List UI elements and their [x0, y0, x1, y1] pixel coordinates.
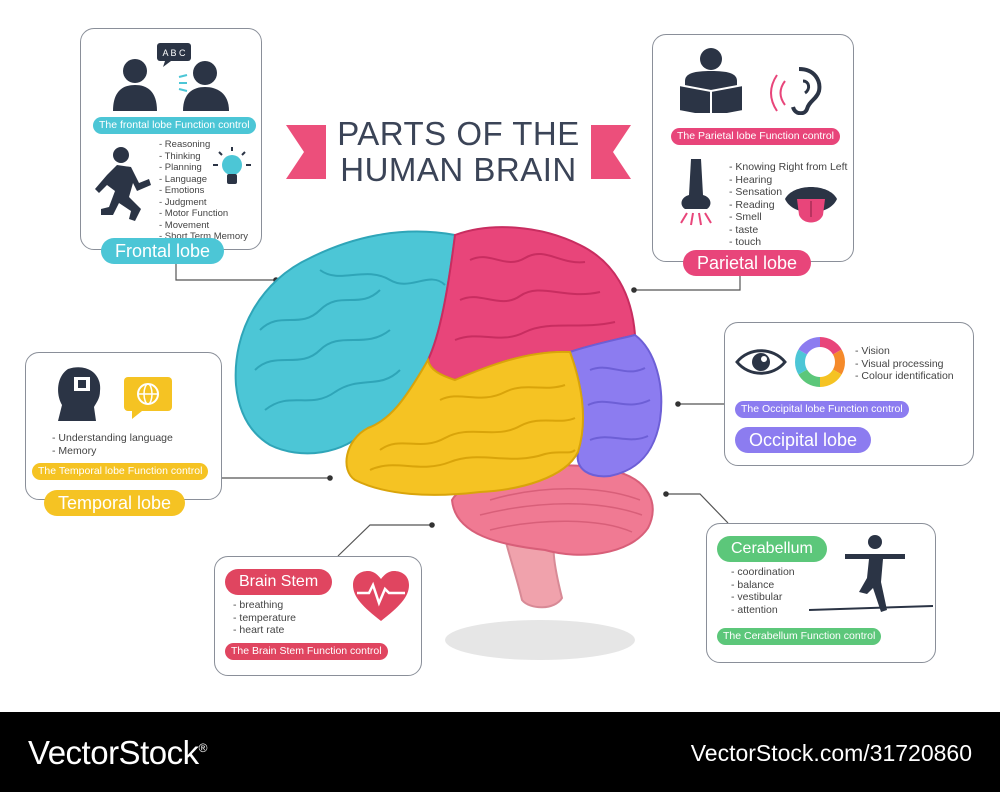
list-item: - Judgment	[159, 196, 207, 208]
list-item: - Planning	[159, 162, 202, 173]
registered-mark: ®	[198, 741, 208, 755]
brain-stem-function-list: - breathing - temperature - heart rate	[233, 599, 333, 637]
title-ribbon	[286, 125, 631, 179]
footer-brand: VectorStock®	[28, 734, 207, 772]
list-item: - coordination	[731, 566, 795, 578]
brain-shadow	[445, 620, 635, 660]
parietal-connector	[634, 270, 741, 291]
mouth-tongue-icon	[785, 187, 837, 223]
title-banner: PARTS OF THE HUMAN BRAIN	[286, 113, 631, 191]
list-item: - balance	[731, 578, 775, 591]
cerebellum-name: Cerabellum	[717, 536, 827, 562]
cerebellum-card: Cerabellum - coordination - balance - ve…	[706, 523, 936, 663]
list-item: - Visual processing	[855, 357, 944, 370]
eye-icon	[735, 349, 787, 375]
list-item: - Motor Function	[159, 208, 229, 219]
globe-chat-icon	[124, 377, 172, 419]
list-item: - Sensation	[729, 186, 783, 198]
list-item: - Language	[159, 173, 208, 185]
frontal-function-label: The frontal lobe Function control	[93, 117, 256, 134]
heart-rate-icon	[353, 571, 409, 621]
list-item: - breathing	[233, 599, 284, 611]
occipital-lobe-name: Occipital lobe	[735, 427, 872, 453]
list-item: - touch	[729, 236, 762, 248]
frontal-function-list: - Reasoning - Thinking - Planning - Lang…	[159, 139, 259, 243]
list-item: - Smell	[729, 211, 762, 223]
balancing-person-icon	[809, 535, 933, 612]
list-item: - Memory	[52, 444, 97, 457]
parietal-function-list: - Knowing Right from Left - Hearing - Se…	[729, 161, 853, 249]
list-item: - Emotions	[159, 185, 205, 196]
title-line-2: HUMAN BRAIN	[340, 151, 577, 188]
list-item: - Reading	[729, 198, 775, 211]
speech-bubble-text: A B C	[162, 48, 186, 58]
footer-brand-text: VectorStock	[28, 734, 199, 771]
footer-id: VectorStock.com/31720860	[690, 740, 972, 766]
frontal-card: A B C The frontal lobe Function control …	[80, 28, 262, 264]
list-item: - heart rate	[233, 624, 285, 636]
list-item: - Reasoning	[159, 139, 211, 150]
temporal-lobe-name: Temporal lobe	[44, 490, 186, 516]
list-item: - Knowing Right from Left	[729, 161, 848, 173]
list-item: - Understanding language	[52, 432, 173, 444]
list-item: - Thinking	[159, 150, 201, 162]
cerebellum-function-label: The Cerabellum Function control	[717, 628, 882, 645]
list-item: - Movement	[159, 219, 210, 231]
temporal-card: - Understanding language - Memory The Te…	[25, 352, 222, 516]
head-memory-icon	[58, 367, 101, 421]
brain-stem-card: Brain Stem - breathing - temperature - h…	[214, 556, 422, 676]
frontal-connector	[175, 262, 276, 281]
list-item: - temperature	[233, 611, 297, 624]
brainstem-connector	[337, 524, 432, 557]
list-item: - taste	[729, 223, 759, 236]
parietal-lobe-name: Parietal lobe	[683, 250, 812, 276]
brain-stem-name: Brain Stem	[225, 569, 333, 595]
occipital-function-label: The Occipital lobe Function control	[735, 401, 909, 418]
occipital-lobe-region	[568, 333, 663, 478]
cerebellum-connector	[666, 493, 729, 524]
occipital-function-list: - Vision - Visual processing - Colour id…	[855, 345, 973, 383]
brain-stem-function-label: The Brain Stem Function control	[225, 643, 388, 660]
parietal-function-label: The Parietal lobe Function control	[671, 128, 841, 145]
ear-icon	[770, 67, 822, 115]
occipital-card: - Vision - Visual processing - Colour id…	[724, 322, 974, 466]
list-item: - Short Term Memory	[159, 231, 249, 242]
parietal-card: The Parietal lobe Function control - Kno…	[652, 34, 854, 276]
temporal-function-list: - Understanding language - Memory	[52, 432, 212, 457]
list-item: - attention	[731, 603, 778, 616]
list-item: - Vision	[855, 345, 890, 357]
list-item: - Hearing	[729, 173, 773, 186]
lightbulb-icon	[213, 147, 251, 184]
color-wheel-icon	[795, 337, 845, 387]
footer-bar: VectorStock® VectorStock.com/31720860	[0, 712, 1000, 792]
running-person-icon	[95, 147, 151, 221]
frontal-lobe-name: Frontal lobe	[101, 238, 225, 264]
list-item: - vestibular	[731, 591, 783, 603]
nose-icon	[680, 159, 712, 226]
conversation-icon: A B C	[113, 43, 229, 111]
reading-person-icon	[678, 48, 744, 113]
list-item: - Colour identification	[855, 370, 954, 382]
cerebellum-function-list: - coordination - balance - vestibular - …	[731, 566, 831, 616]
title-line-1: PARTS OF THE	[337, 115, 580, 152]
temporal-function-label: The Temporal lobe Function control	[32, 463, 209, 480]
